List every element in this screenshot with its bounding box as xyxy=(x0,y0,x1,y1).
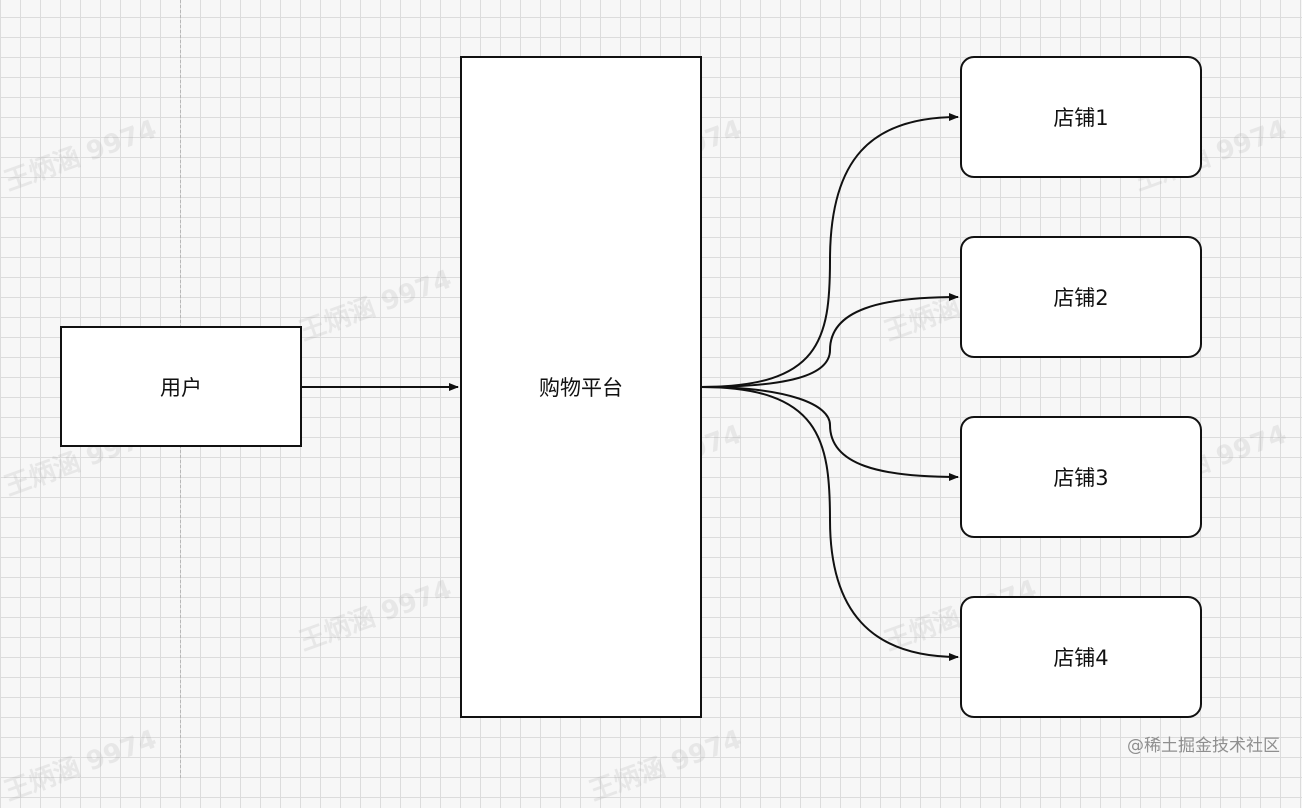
store-node-3[interactable]: 店铺3 xyxy=(960,416,1202,538)
user-node-label: 用户 xyxy=(160,375,202,400)
user-node[interactable]: 用户 xyxy=(60,326,302,447)
watermark: 王炳涵 9974 xyxy=(585,724,746,808)
store-node-2[interactable]: 店铺2 xyxy=(960,236,1202,358)
watermark: 王炳涵 9974 xyxy=(0,114,161,198)
store-node-label: 店铺3 xyxy=(1053,466,1109,490)
watermark: 王炳涵 9974 xyxy=(295,574,456,658)
shopping-platform-node-label: 购物平台 xyxy=(539,376,623,400)
store-node-4[interactable]: 店铺4 xyxy=(960,596,1202,718)
watermark: 王炳涵 9974 xyxy=(0,724,161,808)
shopping-platform-node[interactable]: 购物平台 xyxy=(460,56,702,718)
store-node-label: 店铺2 xyxy=(1053,286,1109,310)
source-credit: @稀土掘金技术社区 xyxy=(1127,736,1280,756)
edge-platform-to-store-3[interactable] xyxy=(700,386,959,481)
watermark: 王炳涵 9974 xyxy=(295,264,456,348)
edge-platform-to-store-4[interactable] xyxy=(700,386,959,661)
store-node-label: 店铺1 xyxy=(1053,106,1109,130)
edge-platform-to-store-2[interactable] xyxy=(700,293,959,388)
store-node-1[interactable]: 店铺1 xyxy=(960,56,1202,178)
store-node-label: 店铺4 xyxy=(1053,646,1109,670)
edge-platform-to-store-1[interactable] xyxy=(700,113,959,388)
